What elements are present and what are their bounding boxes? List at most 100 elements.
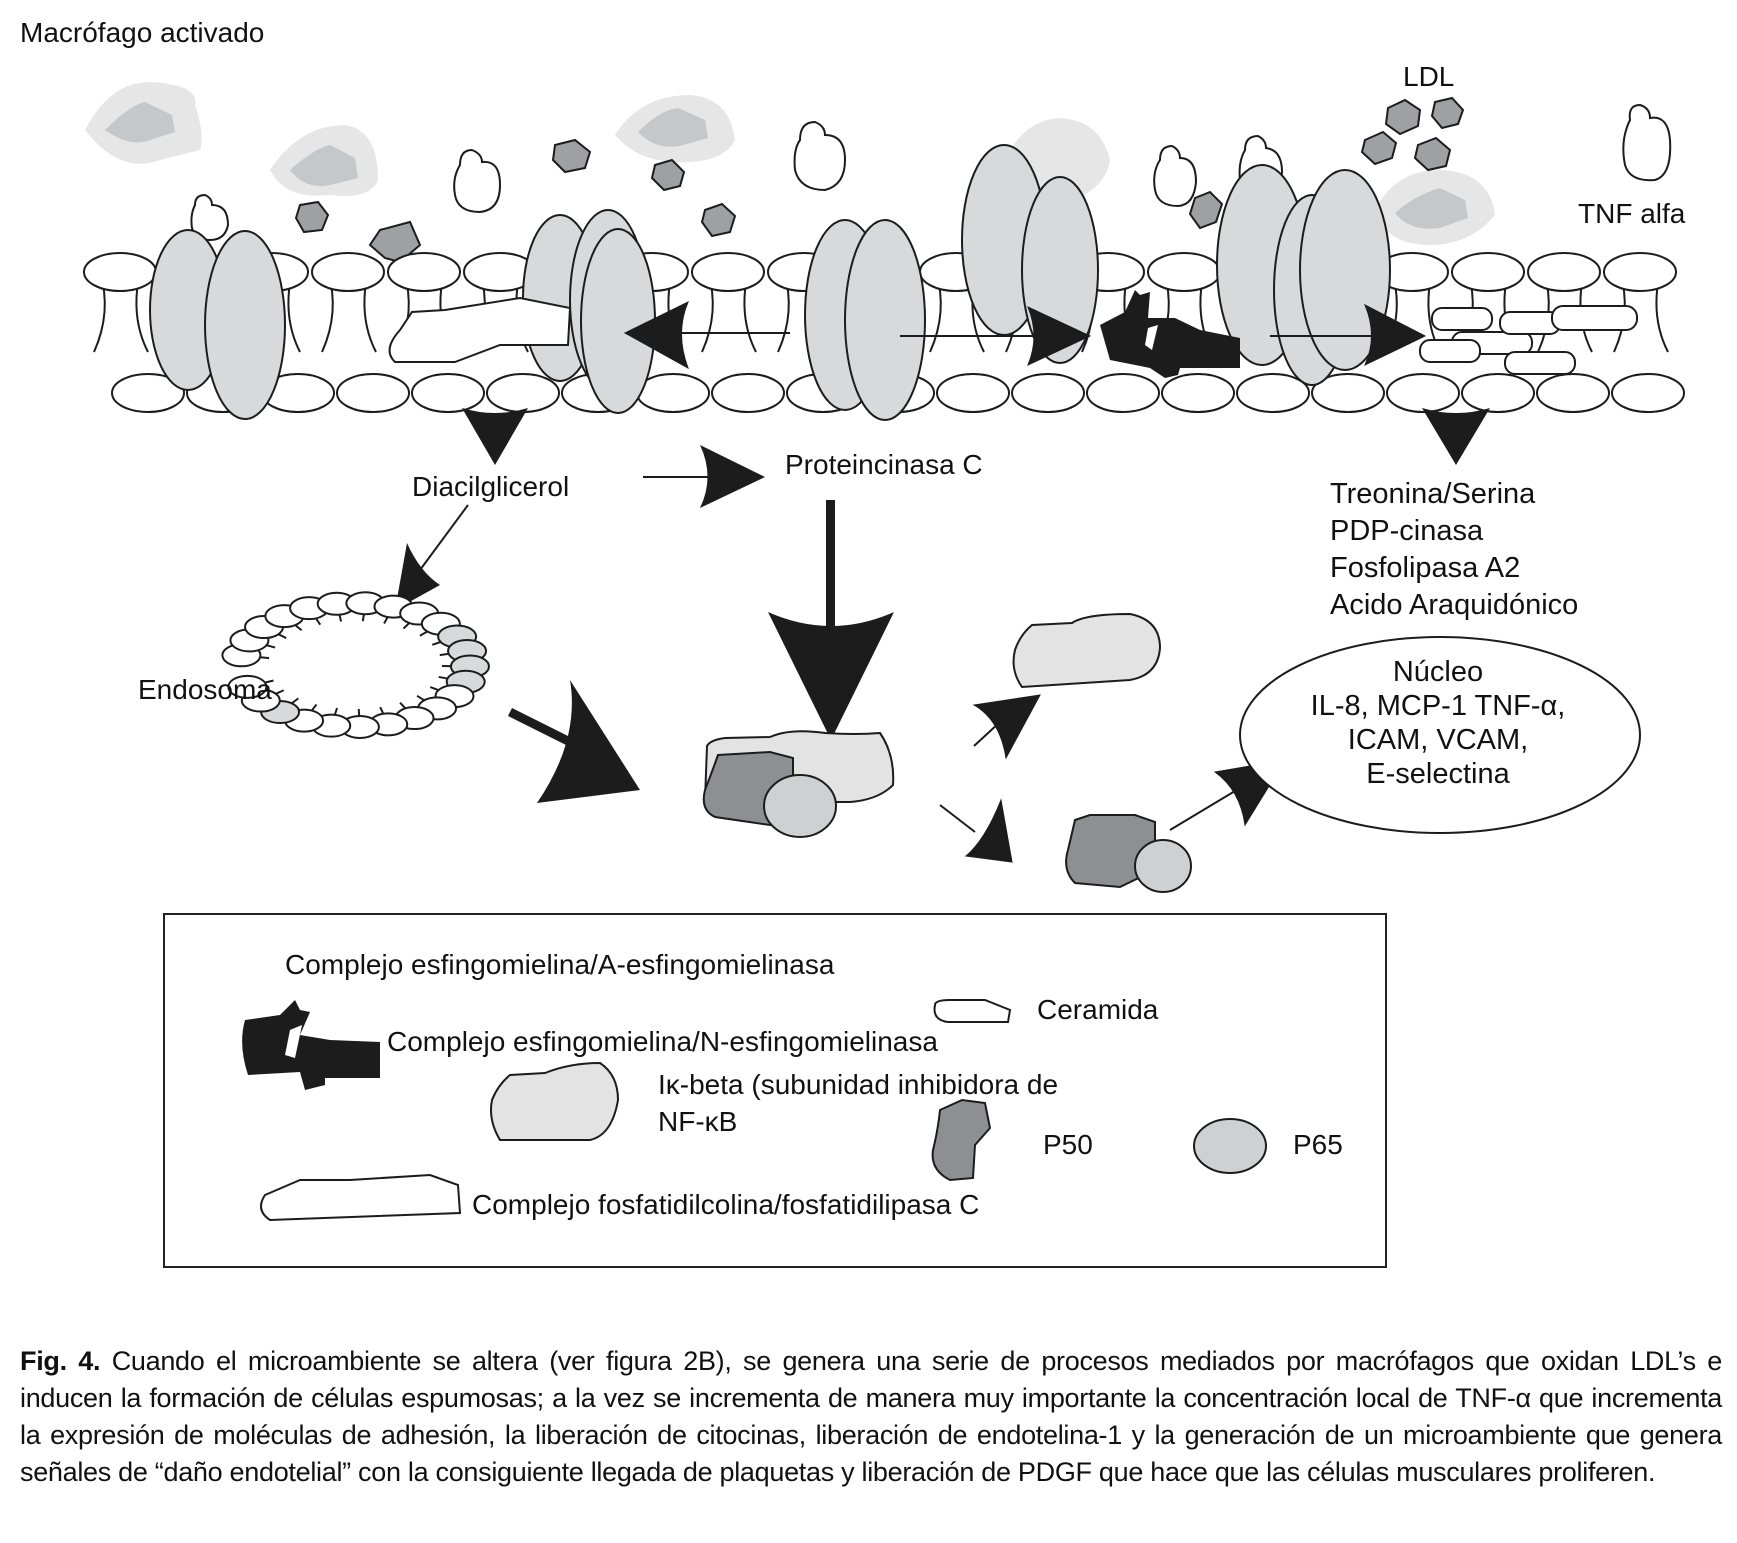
- membrane-protein: [204, 230, 286, 420]
- lipid-head: [1011, 373, 1085, 413]
- tnf-molecule: [190, 193, 230, 242]
- downstream-item: Acido Araquidónico: [1330, 589, 1579, 621]
- oxidized-ldl-particle: [615, 95, 735, 163]
- dag-to-pkc-arrow: [643, 445, 765, 508]
- ldl-particle: [1360, 130, 1398, 166]
- ldl-particle: [551, 138, 592, 174]
- arrowhead-down: [1422, 408, 1490, 465]
- lipid-head: [387, 252, 461, 292]
- endosome: [221, 591, 490, 739]
- lipid-head: [936, 373, 1010, 413]
- lipid-head: [636, 373, 710, 413]
- endosoma-label: Endosoma: [138, 674, 272, 705]
- p65-subunit: [1134, 839, 1192, 893]
- legend-p50-label: P50: [1043, 1129, 1093, 1160]
- lipid-head: [1603, 252, 1677, 292]
- figure-caption: Fig. 4. Cuando el microambiente se alter…: [20, 1343, 1722, 1491]
- oxidized-ldl-particle: [270, 125, 378, 196]
- lipid-head: [486, 373, 560, 413]
- legend-ceramide-label: Ceramida: [1037, 994, 1159, 1025]
- ldl-particle: [1430, 96, 1465, 130]
- legend-p65-label: P65: [1293, 1129, 1343, 1160]
- nucleus-label: Núcleo IL-8, MCP-1 TNF-α, ICAM, VCAM, E-…: [1238, 655, 1638, 791]
- legend-plc-icon: [260, 1173, 462, 1222]
- legend-plc-label: Complejo fosfatidilcolina/fosfatidilipas…: [472, 1189, 980, 1220]
- legend-p50-icon: [931, 1098, 992, 1182]
- tnf-molecule: [793, 120, 847, 192]
- lipid-head: [1451, 252, 1525, 292]
- endosome-lipid-head: [227, 674, 268, 699]
- legend-icons: [242, 999, 1267, 1222]
- downstream-item: Treonina/Serina: [1330, 478, 1536, 510]
- caption-text: Cuando el microambiente se altera (ver f…: [20, 1346, 1722, 1487]
- downstream-effectors-list: Treonina/Serina PDP-cinasa Fosfolipasa A…: [1330, 476, 1578, 624]
- nucleus-line: ICAM, VCAM,: [1347, 724, 1529, 756]
- lipid-head: [691, 252, 765, 292]
- ldl-particle: [700, 202, 737, 238]
- endosome-to-nfkb-arrow: [507, 680, 640, 803]
- lipid-head: [311, 252, 385, 292]
- membrane-output-arrows: [462, 408, 1490, 465]
- tnf-molecule: [1622, 103, 1672, 182]
- active-nfkb: [1065, 814, 1192, 893]
- arrowhead: [964, 798, 1013, 863]
- ceramide-cluster: [1419, 305, 1638, 375]
- lipid-head: [1527, 252, 1601, 292]
- lipid-head: [1611, 373, 1685, 413]
- ldl-particle: [1188, 190, 1224, 230]
- nfkb-ikb-complex: [702, 730, 895, 838]
- lipid-head: [411, 373, 485, 413]
- tnf-molecule: [453, 148, 502, 214]
- ldl-particle: [294, 200, 330, 234]
- legend-ceramide-icon: [933, 999, 1012, 1023]
- lipid-head: [1147, 252, 1221, 292]
- legend-a-sphingomyelinase-label: Complejo esfingomielina/A-esfingomielina…: [285, 949, 835, 980]
- diacilglicerol-label: Diacilglicerol: [412, 471, 570, 502]
- lipid-head: [336, 373, 410, 413]
- n-sphingomyelinase-complex: [1100, 290, 1240, 378]
- figure-title: Macrófago activado: [20, 17, 265, 48]
- membrane-protein: [1299, 169, 1391, 371]
- arrowhead-down: [462, 408, 528, 465]
- legend-box: [163, 913, 1387, 1268]
- legend-ikb-icon: [490, 1061, 620, 1141]
- lipid-head: [111, 373, 185, 413]
- membrane-arrows: [623, 300, 1427, 370]
- lipid-head: [1311, 373, 1385, 413]
- nucleus-line: IL-8, MCP-1 TNF-α,: [1310, 690, 1566, 722]
- lipid-head: [1086, 373, 1160, 413]
- nucleus-line: E-selectina: [1366, 758, 1510, 790]
- ldl-label: LDL: [1403, 61, 1455, 92]
- nucleus: [1239, 636, 1641, 834]
- caption-prefix: Fig. 4.: [20, 1346, 101, 1376]
- membrane-protein: [844, 219, 926, 421]
- legend-ikb-label: Iκ-beta (subunidad inhibidora de: [658, 1069, 1059, 1100]
- legend-n-sphingomyelinase-icon: [242, 1000, 380, 1090]
- ldl-particle: [650, 158, 686, 192]
- arrowhead-right: [1027, 306, 1092, 366]
- lipid-head: [1536, 373, 1610, 413]
- downstream-item: PDP-cinasa: [1330, 515, 1484, 547]
- downstream-item: Fosfolipasa A2: [1330, 552, 1521, 584]
- pkc-to-nfkb-arrow: [768, 500, 894, 740]
- membrane-protein: [580, 228, 656, 414]
- lipid-head: [1386, 373, 1460, 413]
- oxidized-ldl-halos: [85, 82, 1495, 245]
- p50-subunit: [1065, 814, 1156, 889]
- lipid-head: [1236, 373, 1310, 413]
- phosphatidylcholine-plc-complex: [388, 296, 572, 363]
- legend-p65-icon: [1193, 1118, 1267, 1174]
- tnf-molecule: [1153, 144, 1198, 208]
- ldl-particle: [1413, 136, 1452, 172]
- proteincinasa-label: Proteincinasa C: [785, 449, 983, 480]
- nucleus-title: Núcleo: [1392, 656, 1484, 688]
- arrowhead-right: [1363, 303, 1427, 367]
- p65-subunit: [763, 774, 837, 838]
- oxidized-ldl-particle: [85, 82, 202, 164]
- lipid-head: [83, 252, 157, 292]
- lipid-head: [711, 373, 785, 413]
- oxidized-ldl-particle: [1375, 170, 1495, 245]
- arrowhead: [972, 694, 1041, 760]
- ldl-particle: [1384, 98, 1422, 136]
